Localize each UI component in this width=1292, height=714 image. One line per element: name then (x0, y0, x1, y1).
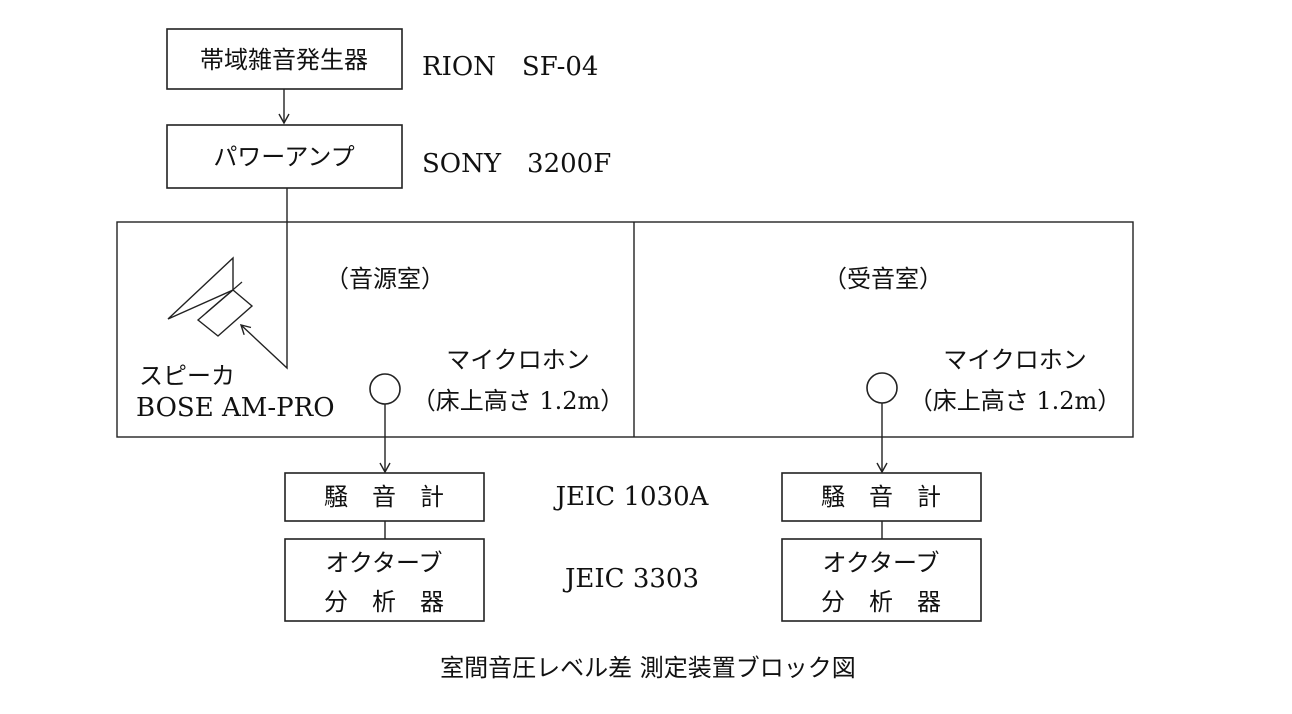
noise-generator-label: 帯域雑音発生器 (200, 46, 368, 74)
source-mic-height: （床上高さ 1.2m） (412, 387, 625, 415)
source-microphone-icon (369, 373, 401, 405)
speaker-icon (167, 256, 254, 337)
receive-octave-analyzer-box (781, 538, 982, 622)
receive-octave-analyzer-line1: オクターブ (822, 549, 939, 577)
power-amp-model: SONY 3200F (422, 149, 611, 179)
receive-mic-label: マイクロホン (943, 346, 1087, 374)
receive-octave-analyzer-line2: 分 析 器 (821, 588, 941, 616)
receive-room-title: （受音室） (823, 265, 943, 293)
octave-analyzer-model: JEIC 3303 (562, 564, 699, 594)
speaker-label: スピーカ (139, 362, 235, 390)
source-mic-label: マイクロホン (446, 346, 590, 374)
receive-sound-level-meter-label: 騒 音 計 (821, 483, 941, 511)
rooms-outline (116, 221, 1134, 438)
speaker-model: BOSE AM-PRO (136, 393, 335, 423)
power-amp-box (166, 124, 403, 189)
diagram-caption: 室間音圧レベル差 測定装置ブロック図 (440, 654, 856, 682)
amp-to-speaker-wire (239, 188, 288, 370)
source-sound-level-meter-box (284, 472, 485, 522)
source-octave-analyzer-box (284, 538, 485, 622)
source-octave-analyzer-line1: オクターブ (325, 549, 442, 577)
source-room-title: （音源室） (325, 265, 445, 293)
noise-generator-box (166, 28, 403, 90)
noise-generator-model: RION SF-04 (422, 52, 598, 82)
receive-mic-height: （床上高さ 1.2m） (909, 387, 1122, 415)
receive-microphone-icon (866, 372, 898, 404)
power-amp-label: パワーアンプ (213, 143, 354, 171)
source-sound-level-meter-label: 騒 音 計 (324, 483, 444, 511)
source-octave-analyzer-line2: 分 析 器 (324, 588, 444, 616)
sound-level-meter-model: JEIC 1030A (553, 482, 710, 512)
